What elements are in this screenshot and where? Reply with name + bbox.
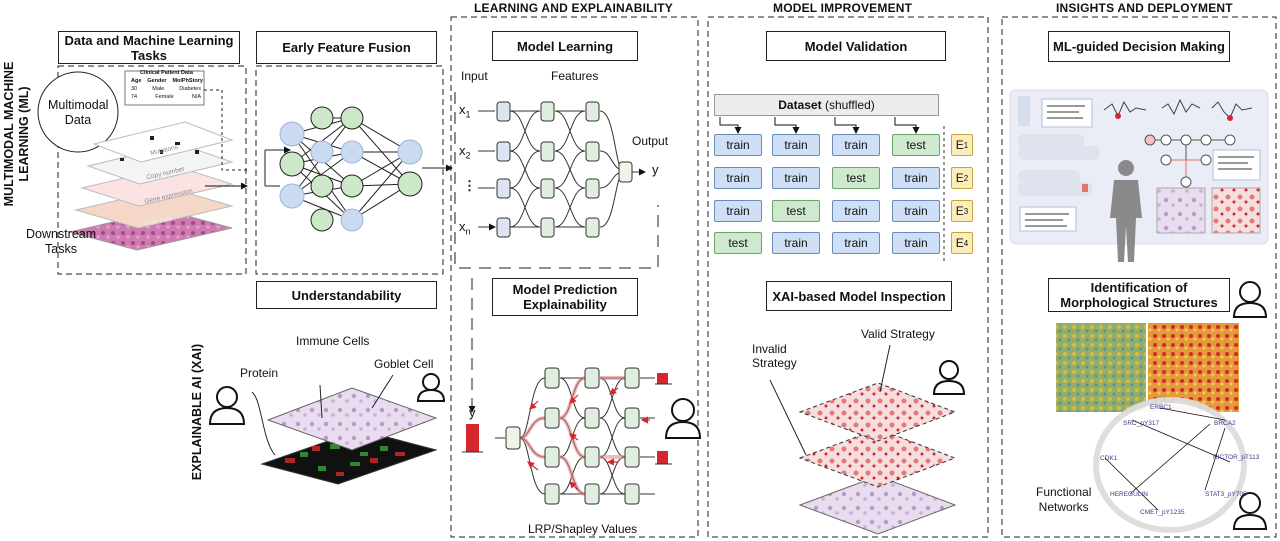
fold-cell: train <box>892 200 940 222</box>
doctor-silhouette <box>1110 160 1142 262</box>
node-cdk1: CDK1 <box>1100 455 1118 462</box>
fold-cell: train <box>714 167 762 189</box>
box-early-fusion: Early Feature Fusion <box>256 31 437 64</box>
fold-cell: train <box>832 134 880 156</box>
node-rictor: RICTOR_pT113 <box>1213 454 1260 461</box>
model-learning-frame <box>454 92 659 269</box>
fold-cell: train <box>832 232 880 254</box>
person-icon-goblet <box>416 373 446 402</box>
fold-cell: train <box>892 232 940 254</box>
functional-network <box>1093 397 1247 533</box>
box-decision-making: ML-guided Decision Making <box>1048 31 1230 62</box>
ml-input-label: Input <box>461 69 488 83</box>
fold-cell: train <box>772 167 820 189</box>
morph-heatmap-left <box>1056 323 1146 412</box>
section-insights: INSIGHTS AND DEPLOYMENT <box>1056 1 1233 15</box>
node-heregulin: HEREGULIN <box>1110 491 1148 498</box>
fold-cell: train <box>832 200 880 222</box>
section-improvement: MODEL IMPROVEMENT <box>773 1 913 15</box>
person-icon-networks <box>1232 492 1268 530</box>
multimodal-data-circle <box>37 71 119 153</box>
ml-y-output: y <box>652 162 659 177</box>
fold-cell: train <box>714 134 762 156</box>
insights-frame <box>1001 16 1277 538</box>
relevance-bars <box>466 373 668 464</box>
fusion-network <box>264 106 453 232</box>
ml-xn: xn <box>459 219 471 237</box>
ml-x2: x2 <box>459 143 471 161</box>
person-icon-morph <box>1232 281 1268 318</box>
validation-arrows <box>719 117 920 134</box>
ml-x1: x1 <box>459 102 471 120</box>
node-src: SRC_pY317 <box>1123 420 1160 427</box>
explainability-nodes <box>505 367 640 505</box>
node-cmet: CMET_pY1235 <box>1140 509 1185 516</box>
fusion-frame <box>255 65 444 275</box>
model-learning-nodes <box>496 101 633 238</box>
goblet-cell-label: Goblet Cell <box>374 357 434 371</box>
fold-cell: test <box>714 232 762 254</box>
fold-cell: train <box>714 200 762 222</box>
clinical-table <box>124 70 205 106</box>
node-stat3: STAT3_pY705 <box>1205 491 1247 498</box>
ml-dots: ⋮ <box>463 178 476 193</box>
box-understandability: Understandability <box>256 281 437 309</box>
side-label-xai: EXPLAINABLE AI (XAI) <box>190 343 204 481</box>
node-erbc1: ERBC1 <box>1150 404 1172 411</box>
person-icons <box>208 281 1268 530</box>
protein-label: Protein <box>240 366 279 380</box>
person-icon-protein <box>208 386 246 425</box>
fold-cell: train <box>772 232 820 254</box>
box-model-learning: Model Learning <box>492 31 638 61</box>
fold-cell: test <box>772 200 820 222</box>
xai-inspection-stack <box>769 344 957 535</box>
lrp-shapley-label: LRP/Shapley Values <box>528 522 638 536</box>
box-xai-inspection: XAI-based Model Inspection <box>766 281 952 311</box>
clinical-title: Clinical Patient Data <box>140 70 193 76</box>
node-brca2: BRCA2 <box>1214 420 1236 427</box>
person-icon-inspection <box>932 360 966 395</box>
person-icon-explainability <box>664 398 702 439</box>
modality-stack <box>69 121 234 251</box>
immune-cells-label: Immune Cells <box>296 334 370 348</box>
improvement-frame <box>707 16 989 538</box>
section-learning: LEARNING AND EXPLAINABILITY <box>474 1 673 15</box>
model-learning-network <box>478 110 646 227</box>
xai-y-label: y <box>469 405 476 420</box>
decision-panel <box>1009 89 1269 262</box>
valid-strategy-label: Valid Strategy <box>861 327 935 341</box>
fold-cell: test <box>832 167 880 189</box>
xai-tissue-stack <box>251 374 438 485</box>
fold-cell: train <box>772 134 820 156</box>
explainability-arrows <box>527 387 650 491</box>
fold-cell: test <box>892 134 940 156</box>
fold-cell: train <box>892 167 940 189</box>
dataset-shuffled-bar: Dataset (shuffled) <box>714 94 939 116</box>
morph-heatmap-right <box>1148 323 1239 412</box>
box-model-validation: Model Validation <box>766 31 946 61</box>
ml-output-label: Output <box>632 134 669 148</box>
learning-frame <box>450 16 699 538</box>
ml-features-label: Features <box>551 69 599 83</box>
